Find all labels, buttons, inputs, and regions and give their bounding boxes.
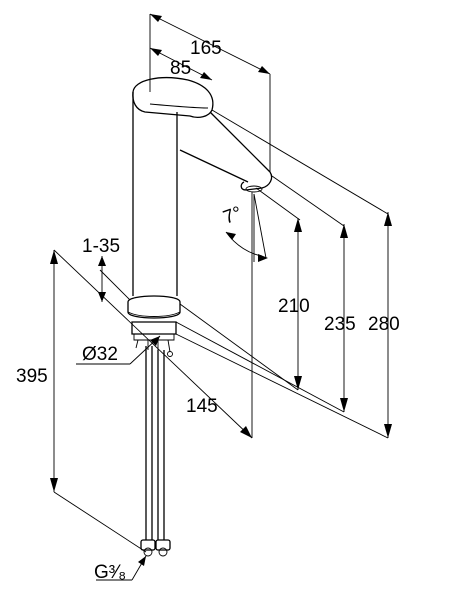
dim-145: 145 [186, 396, 218, 417]
faucet-body [127, 77, 273, 557]
dim-diameter-32: Ø32 [82, 344, 118, 365]
dim-angle-7: 7° [221, 203, 245, 229]
dim-235: 235 [324, 314, 356, 335]
dim-85: 85 [170, 58, 191, 79]
dimension-lines [50, 13, 392, 581]
dim-395: 395 [16, 366, 48, 387]
dim-280: 280 [368, 314, 400, 335]
dim-1-35: 1-35 [82, 236, 120, 257]
dimension-labels: 165 85 7° 210 235 280 1-35 Ø32 395 145 G… [16, 38, 400, 583]
dim-thread-g38: G³⁄₈ [94, 562, 126, 583]
dim-165: 165 [190, 38, 222, 59]
dim-210: 210 [278, 296, 310, 317]
